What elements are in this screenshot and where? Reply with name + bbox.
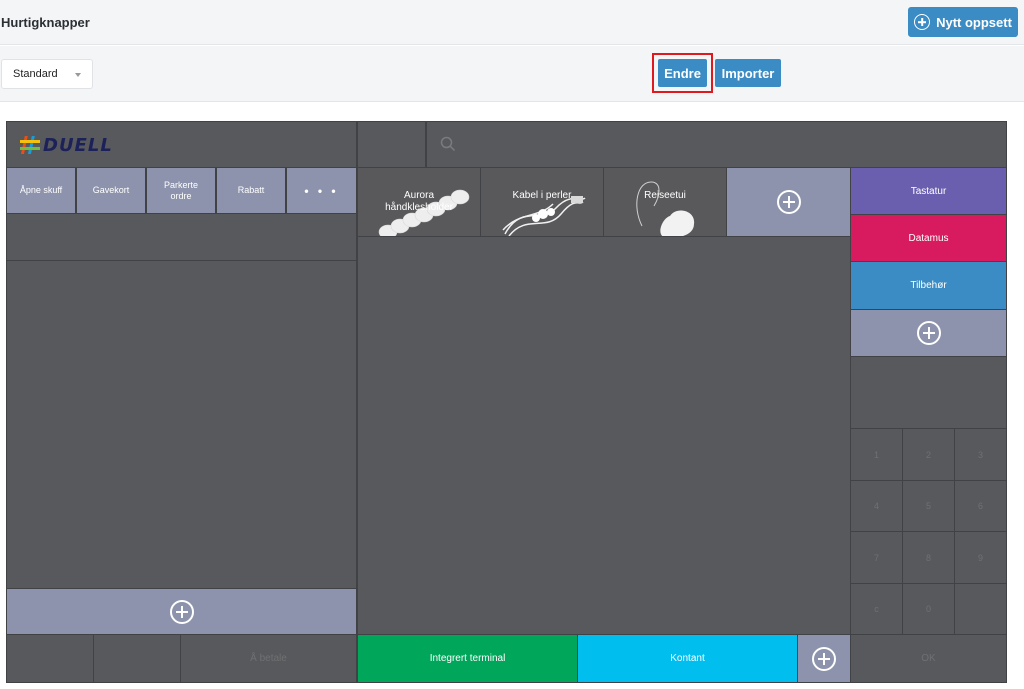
logo-text: DUELL xyxy=(43,134,113,156)
hashtag-logo-icon xyxy=(20,136,40,154)
highlight-box xyxy=(652,53,713,93)
discount-button[interactable]: Rabatt xyxy=(216,167,286,214)
add-payment-button[interactable] xyxy=(797,634,851,683)
bead-cable-image xyxy=(502,196,586,236)
numpad-key-9[interactable]: 9 xyxy=(954,531,1007,584)
numpad-key-6[interactable]: 6 xyxy=(954,480,1007,532)
open-drawer-button[interactable]: Åpne skuff xyxy=(6,167,76,214)
to-pay-label: Å betale xyxy=(180,634,357,683)
product-label: Kabel i perler xyxy=(512,190,572,201)
category-tastatur[interactable]: Tastatur xyxy=(850,167,1007,215)
bottom-slot-2 xyxy=(93,634,181,683)
numpad-key-4[interactable]: 4 xyxy=(850,480,903,532)
logo-area: DUELL xyxy=(6,121,357,168)
parked-orders-button[interactable]: Parkerte ordre xyxy=(146,167,216,214)
towel-holder-image xyxy=(378,189,470,236)
customer-area xyxy=(6,213,357,261)
product-label: Aurora håndklesholder xyxy=(385,190,453,213)
add-circle-icon xyxy=(776,190,801,214)
product-tile[interactable]: Kabel i perler xyxy=(480,167,604,237)
ok-button[interactable]: OK xyxy=(850,634,1007,683)
add-circle-icon xyxy=(169,599,194,624)
edit-button[interactable]: Endre xyxy=(658,59,707,87)
page-header: Hurtigknapper Nytt oppsett xyxy=(0,0,1024,45)
numpad-key-1[interactable]: 1 xyxy=(850,428,903,481)
numpad-key-8[interactable]: 8 xyxy=(902,531,955,584)
category-empty-area xyxy=(850,356,1007,429)
add-circle-icon xyxy=(812,646,836,671)
product-tile[interactable]: Aurora håndklesholder xyxy=(357,167,481,237)
more-dots-icon: • • • xyxy=(304,183,339,198)
numpad-key-5[interactable]: 5 xyxy=(902,480,955,532)
layout-select-value: Standard xyxy=(13,68,58,80)
order-lines-area xyxy=(6,260,357,589)
add-category-button[interactable] xyxy=(850,309,1007,357)
numpad-key-0[interactable]: 0 xyxy=(902,583,955,635)
category-tilbehor[interactable]: Tilbehør xyxy=(850,261,1007,310)
add-circle-icon xyxy=(916,321,941,345)
page-title: Hurtigknapper xyxy=(1,15,90,30)
integrated-terminal-button[interactable]: Integrert terminal xyxy=(357,634,578,683)
add-product-button[interactable] xyxy=(726,167,851,237)
new-layout-button[interactable]: Nytt oppsett xyxy=(908,7,1018,37)
numpad-key-empty xyxy=(954,583,1007,635)
cash-button[interactable]: Kontant xyxy=(577,634,798,683)
numpad-key-clear[interactable]: c xyxy=(850,583,903,635)
gift-card-button[interactable]: Gavekort xyxy=(76,167,146,214)
plus-circle-icon xyxy=(914,14,931,30)
numpad-key-2[interactable]: 2 xyxy=(902,428,955,481)
search-spacer xyxy=(357,121,426,168)
add-left-button[interactable] xyxy=(6,588,357,635)
product-grid-area xyxy=(357,236,851,635)
chevron-down-icon xyxy=(75,73,81,77)
more-button[interactable]: • • • xyxy=(286,167,357,214)
layout-select[interactable]: Standard xyxy=(1,59,93,89)
search-icon xyxy=(440,136,456,152)
category-datamus[interactable]: Datamus xyxy=(850,214,1007,262)
pos-layout-preview: DUELL Åpne skuff Gavekort Parkerte ordre… xyxy=(6,121,1007,683)
bottom-slot-1 xyxy=(6,634,94,683)
search-bar[interactable] xyxy=(426,121,1007,168)
travel-case-image xyxy=(636,181,695,236)
toolbar: Standard xyxy=(0,46,1024,102)
product-label: Reiseetui xyxy=(644,190,686,201)
product-tile[interactable]: Reiseetui xyxy=(603,167,727,237)
new-layout-label: Nytt oppsett xyxy=(936,14,1012,30)
import-button[interactable]: Importer xyxy=(715,59,781,87)
duell-logo: DUELL xyxy=(19,134,113,156)
numpad-key-3[interactable]: 3 xyxy=(954,428,1007,481)
numpad-key-7[interactable]: 7 xyxy=(850,531,903,584)
